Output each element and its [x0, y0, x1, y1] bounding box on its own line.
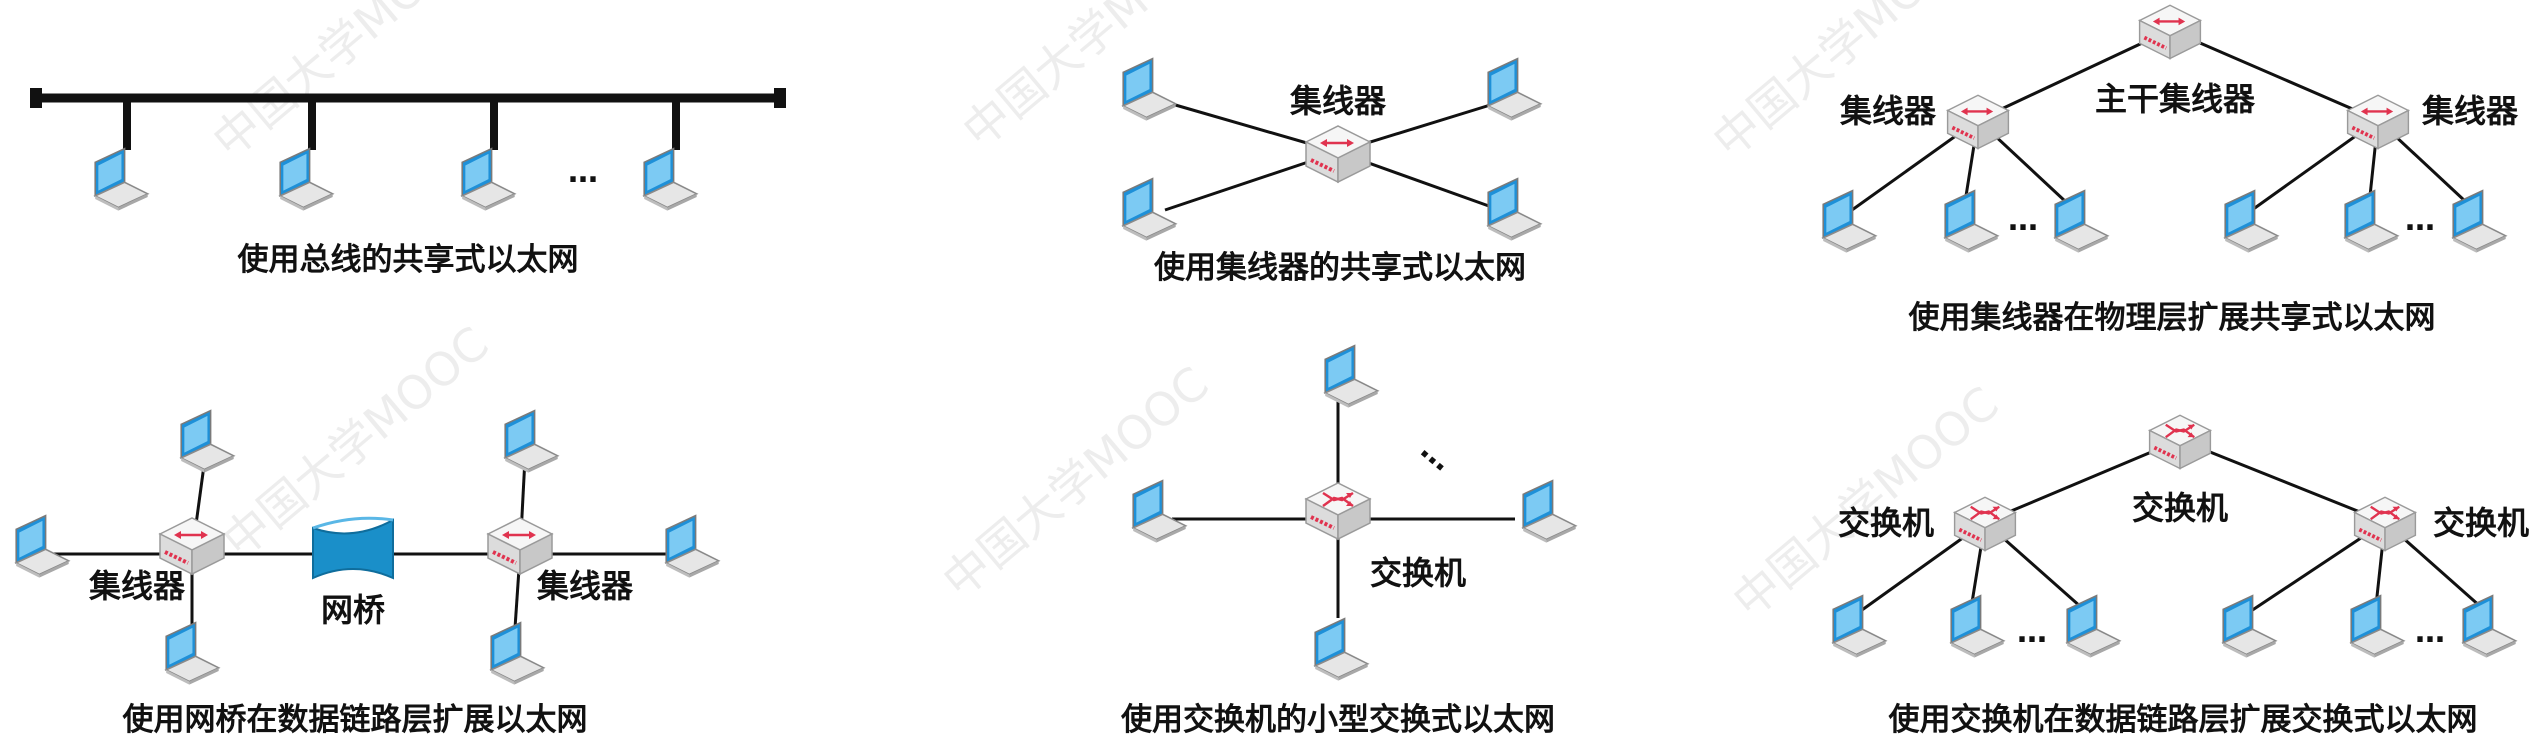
caption-hub-star: 使用集线器的共享式以太网: [1153, 250, 1526, 286]
backbone-hub-icon: [2140, 5, 2201, 58]
laptop-icon: [165, 621, 220, 686]
switch-label-top: 交换机: [2132, 489, 2228, 527]
laptop-icon: [15, 514, 70, 579]
ellipsis: …: [2008, 203, 2038, 238]
switch-icon: [2150, 415, 2211, 468]
laptop-icon: [2224, 189, 2279, 254]
caption-switch-star: 使用交换机的小型交换式以太网: [1120, 702, 1555, 738]
watermark-text: 中国大学MOOC: [1722, 376, 2008, 628]
laptop-icon: [1832, 594, 1887, 659]
caption-bus: 使用总线的共享式以太网: [237, 242, 579, 278]
caption-bridge: 使用网桥在数据链路层扩展以太网: [122, 702, 588, 738]
ellipsis: …: [2017, 615, 2047, 650]
laptop-icon: [1487, 177, 1542, 242]
hub-label-right: 集线器: [2421, 92, 2519, 130]
watermark-text: 中国大学MOOC: [202, 0, 488, 168]
switch-label-left: 交换机: [1838, 504, 1934, 542]
hub-label-right: 集线器: [536, 567, 634, 605]
laptop-icon: [504, 409, 559, 474]
switch-label: 交换机: [1370, 554, 1466, 592]
laptop-icon: [1324, 344, 1379, 409]
laptop-icon: [1122, 57, 1177, 122]
laptop-icon: [2054, 189, 2109, 254]
laptop-icon: [2350, 594, 2405, 659]
backbone-hub-label: 主干集线器: [2095, 80, 2256, 118]
hub-label-left: 集线器: [88, 567, 186, 605]
laptop-icon: [2222, 594, 2277, 659]
panel-bridge: 集线器 集线器 网桥 使用网桥在数据链路层扩展以太网: [15, 409, 720, 738]
panel-hub-star: 集线器 使用集线器的共享式以太网: [1122, 57, 1542, 286]
switch-label-right: 交换机: [2433, 504, 2529, 542]
laptop-icon: [1314, 617, 1369, 682]
caption-switch-tree: 使用交换机在数据链路层扩展交换式以太网: [1888, 702, 2478, 738]
watermark-text: 中国大学MOOC: [952, 0, 1238, 158]
laptop-icon: [94, 147, 149, 212]
laptop-icon: [1944, 189, 1999, 254]
ellipsis: …: [568, 155, 598, 190]
laptop-icon: [1487, 57, 1542, 122]
switch-icon: [1306, 483, 1370, 539]
watermark-text: 中国大学MOOC: [932, 356, 1218, 608]
panel-switch-tree: … … 交换机 交换机 交换机 使用交换机在数据链路层扩展交换式以太网: [1832, 415, 2529, 738]
panel-bus-ethernet: … 使用总线的共享式以太网: [30, 88, 786, 278]
ellipsis: …: [1414, 432, 1459, 478]
hub-label: 集线器: [1289, 82, 1387, 120]
ellipsis: …: [2415, 615, 2445, 650]
laptop-icon: [461, 147, 516, 212]
laptop-icon: [2344, 189, 2399, 254]
laptop-icon: [1132, 479, 1187, 544]
hub-label-left: 集线器: [1839, 92, 1937, 130]
laptop-icon: [2452, 189, 2507, 254]
laptop-icon: [1950, 594, 2005, 659]
watermark-text: 中国大学MOOC: [212, 316, 498, 568]
laptop-icon: [2066, 594, 2121, 659]
bridge-icon: [312, 518, 394, 580]
laptop-icon: [490, 621, 545, 686]
laptop-icon: [2462, 594, 2517, 659]
laptop-icon: [279, 147, 334, 212]
laptop-icon: [1522, 479, 1577, 544]
caption-hub-tree: 使用集线器在物理层扩展共享式以太网: [1908, 300, 2436, 336]
laptop-icon: [180, 409, 235, 474]
laptop-icon: [665, 514, 720, 579]
bridge-label: 网桥: [321, 591, 385, 629]
laptop-icon: [643, 147, 698, 212]
panel-hub-tree: … … 主干集线器 集线器 集线器 使用集线器在物理层扩展共享式以太网: [1822, 5, 2519, 336]
panel-switch-star: … 交换机 使用交换机的小型交换式以太网: [1120, 344, 1577, 738]
hub-icon: [1306, 126, 1370, 182]
ellipsis: …: [2405, 203, 2435, 238]
hub-icon: [488, 518, 552, 574]
